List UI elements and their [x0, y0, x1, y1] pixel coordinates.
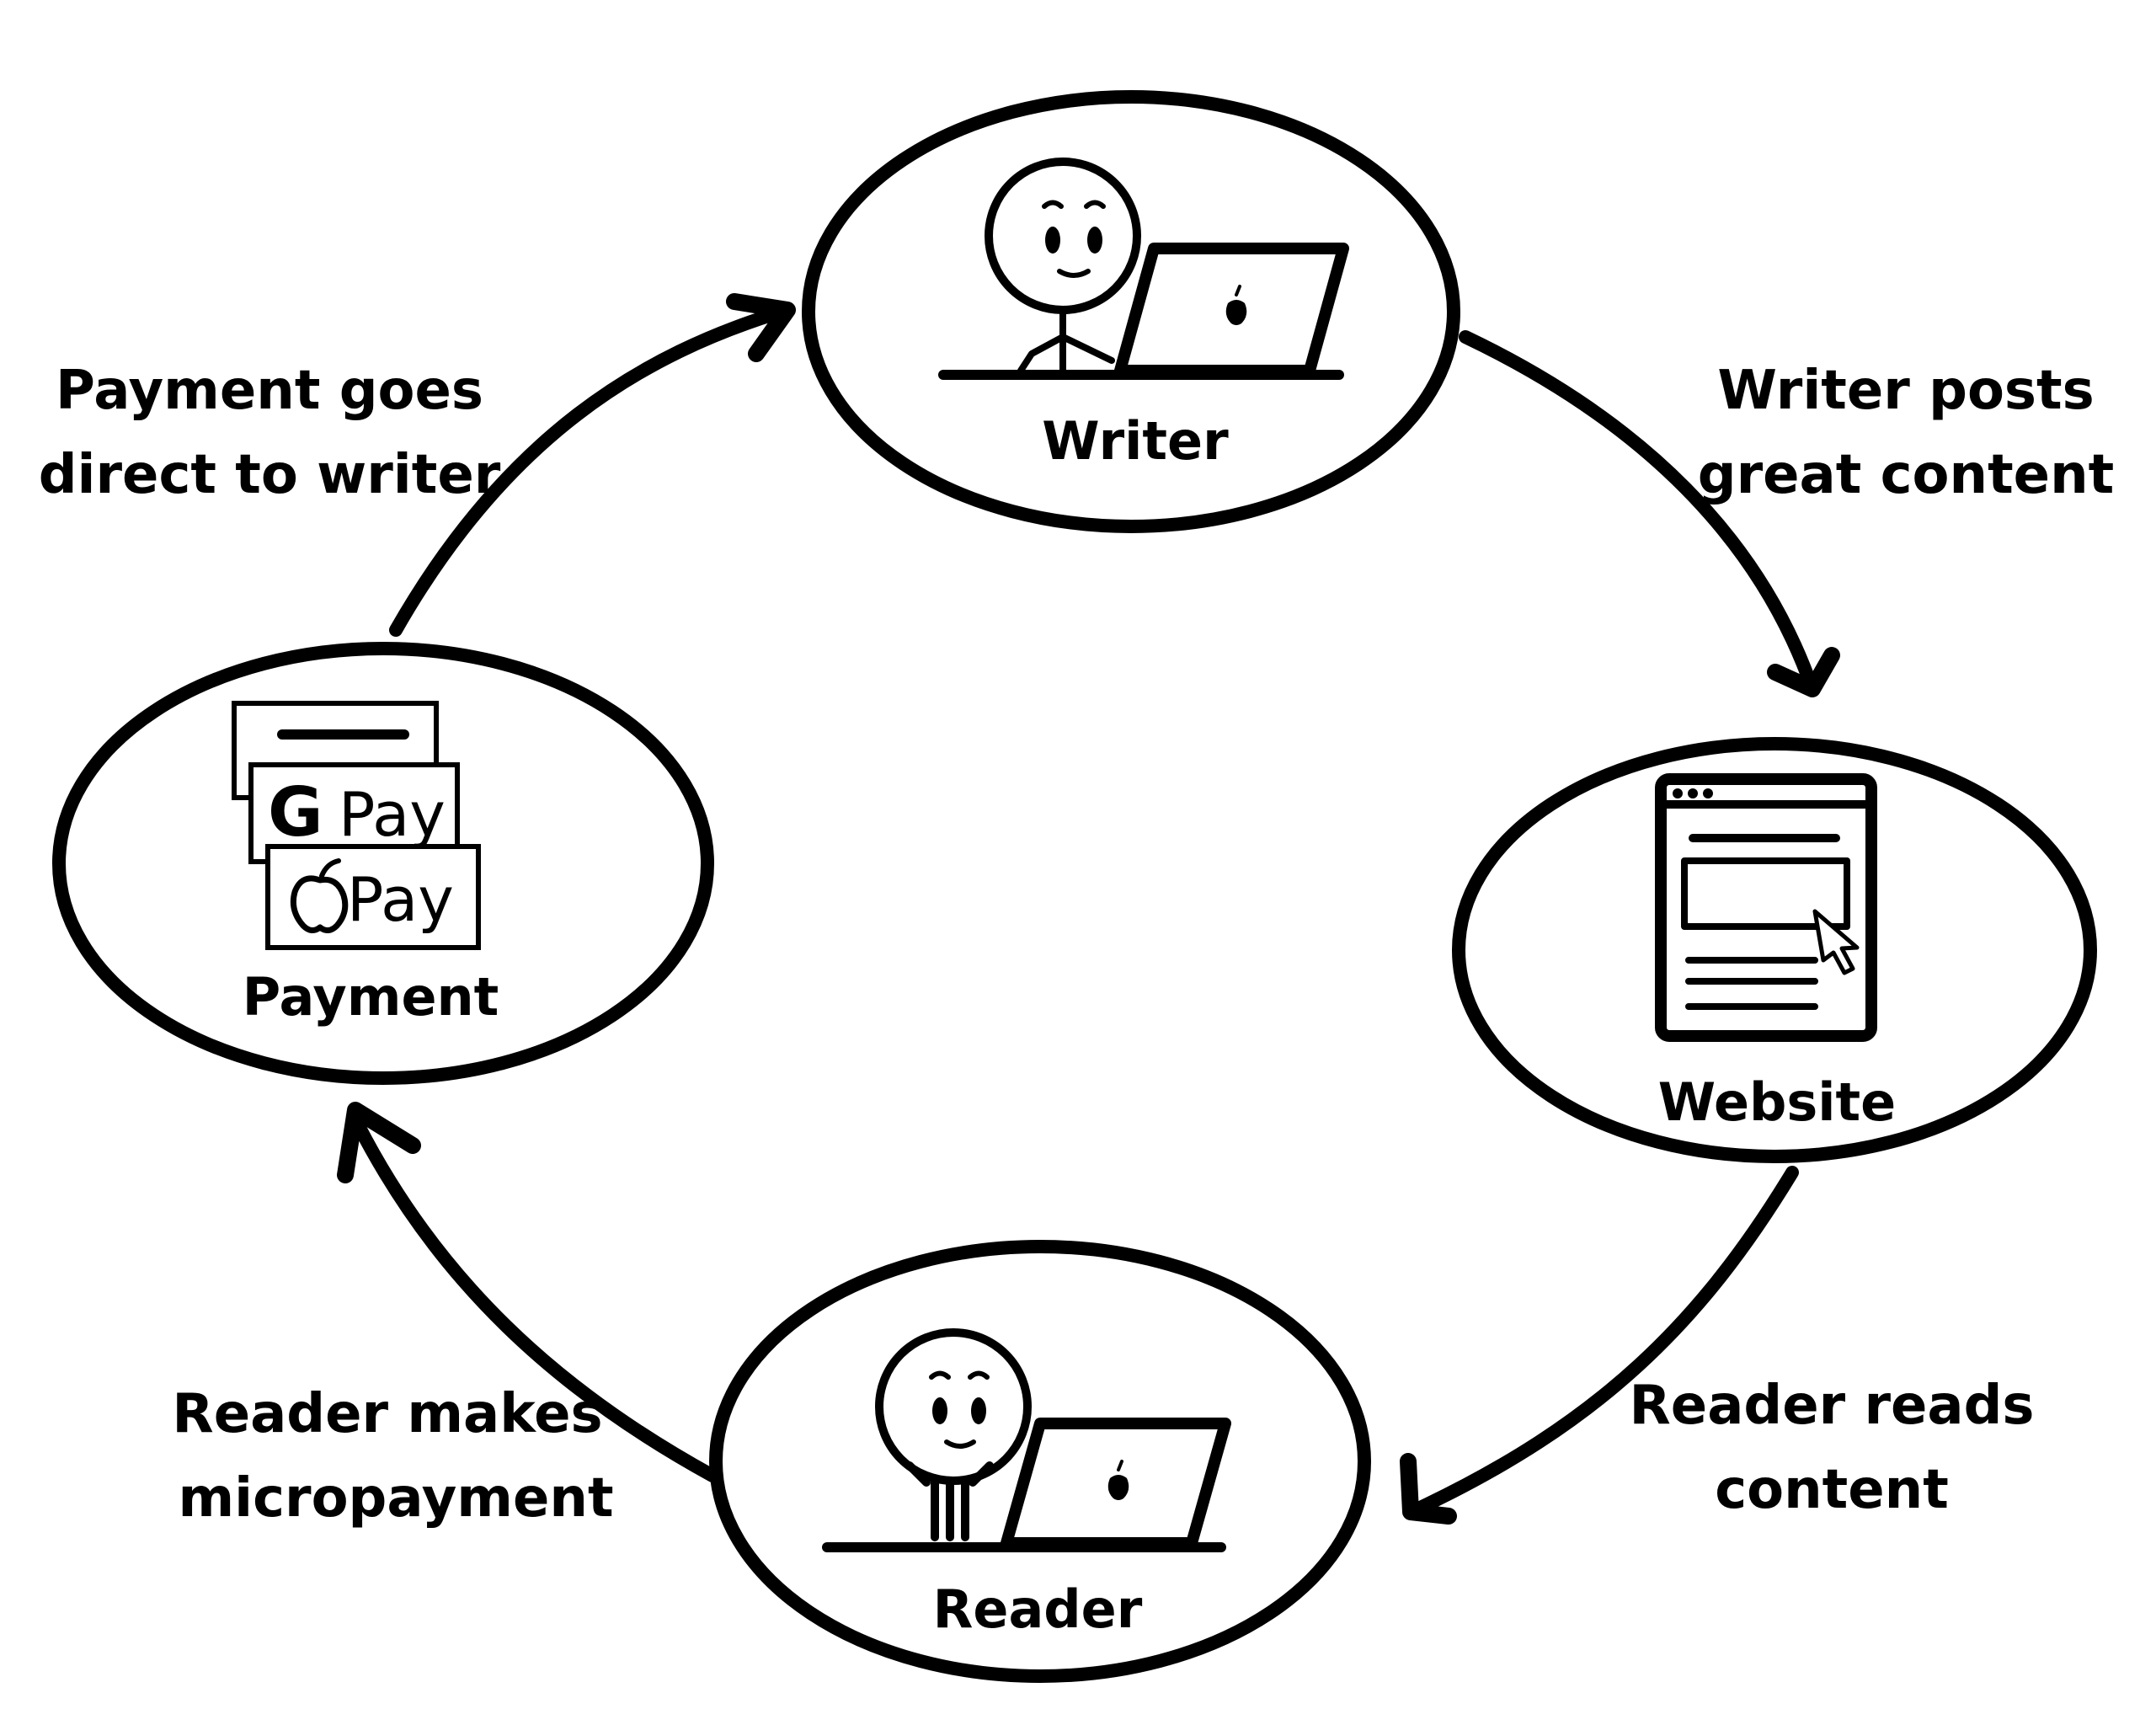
- reader-person-icon: [875, 1328, 1032, 1541]
- arrowhead-icon: [726, 293, 796, 362]
- edge-label-writer-line1: Writer posts: [1717, 360, 2094, 422]
- node-reader: Reader: [709, 1240, 1371, 1683]
- node-label-reader: Reader: [933, 1578, 1143, 1640]
- arrowhead-icon: [1400, 1453, 1457, 1525]
- arrowhead-icon: [337, 1102, 421, 1183]
- edge-label-payment-line2: direct to writer: [39, 444, 501, 506]
- node-ellipse: [709, 1240, 1371, 1683]
- apple-logo-icon: [290, 858, 349, 933]
- node-ellipse: [802, 90, 1460, 533]
- edge-label-reader-line1: Reader makes: [172, 1383, 602, 1445]
- edge-label-payment-line1: Payment goes: [56, 360, 483, 422]
- google-g-icon: G: [268, 773, 323, 852]
- edge-label-website-line2: content: [1715, 1459, 1949, 1521]
- cursor-icon: [1812, 909, 1860, 975]
- edge-label-website-line1: Reader reads: [1630, 1375, 2035, 1437]
- node-website: Website: [1452, 737, 2097, 1163]
- node-ellipse: [1452, 737, 2097, 1163]
- edge-payment-to-writer: [389, 293, 796, 637]
- edge-website-to-reader: [1400, 1166, 1799, 1525]
- node-label-website: Website: [1658, 1071, 1896, 1133]
- node-label-writer: Writer: [1042, 410, 1229, 472]
- node-label-payment: Payment: [243, 966, 499, 1028]
- node-payment: G Pay Pay Payment: [52, 642, 714, 1085]
- edge-writer-to-website: [1459, 330, 1840, 697]
- apple-pay-text: Pay: [347, 864, 454, 935]
- laptop-icon: [1001, 1418, 1231, 1549]
- google-pay-text: Pay: [339, 779, 446, 850]
- edge-label-reader-line2: micropayment: [178, 1467, 613, 1530]
- writer-person-icon: [985, 158, 1141, 378]
- laptop-icon: [1114, 243, 1349, 377]
- edge-label-writer-line2: great content: [1698, 444, 2114, 506]
- arrowhead-icon: [1767, 647, 1840, 697]
- node-writer: Writer: [802, 90, 1460, 533]
- edge-reader-to-payment: [337, 1102, 719, 1482]
- browser-window-icon: [1655, 773, 1877, 1042]
- node-ellipse: [52, 642, 714, 1085]
- apple-pay-card: Pay: [265, 844, 481, 950]
